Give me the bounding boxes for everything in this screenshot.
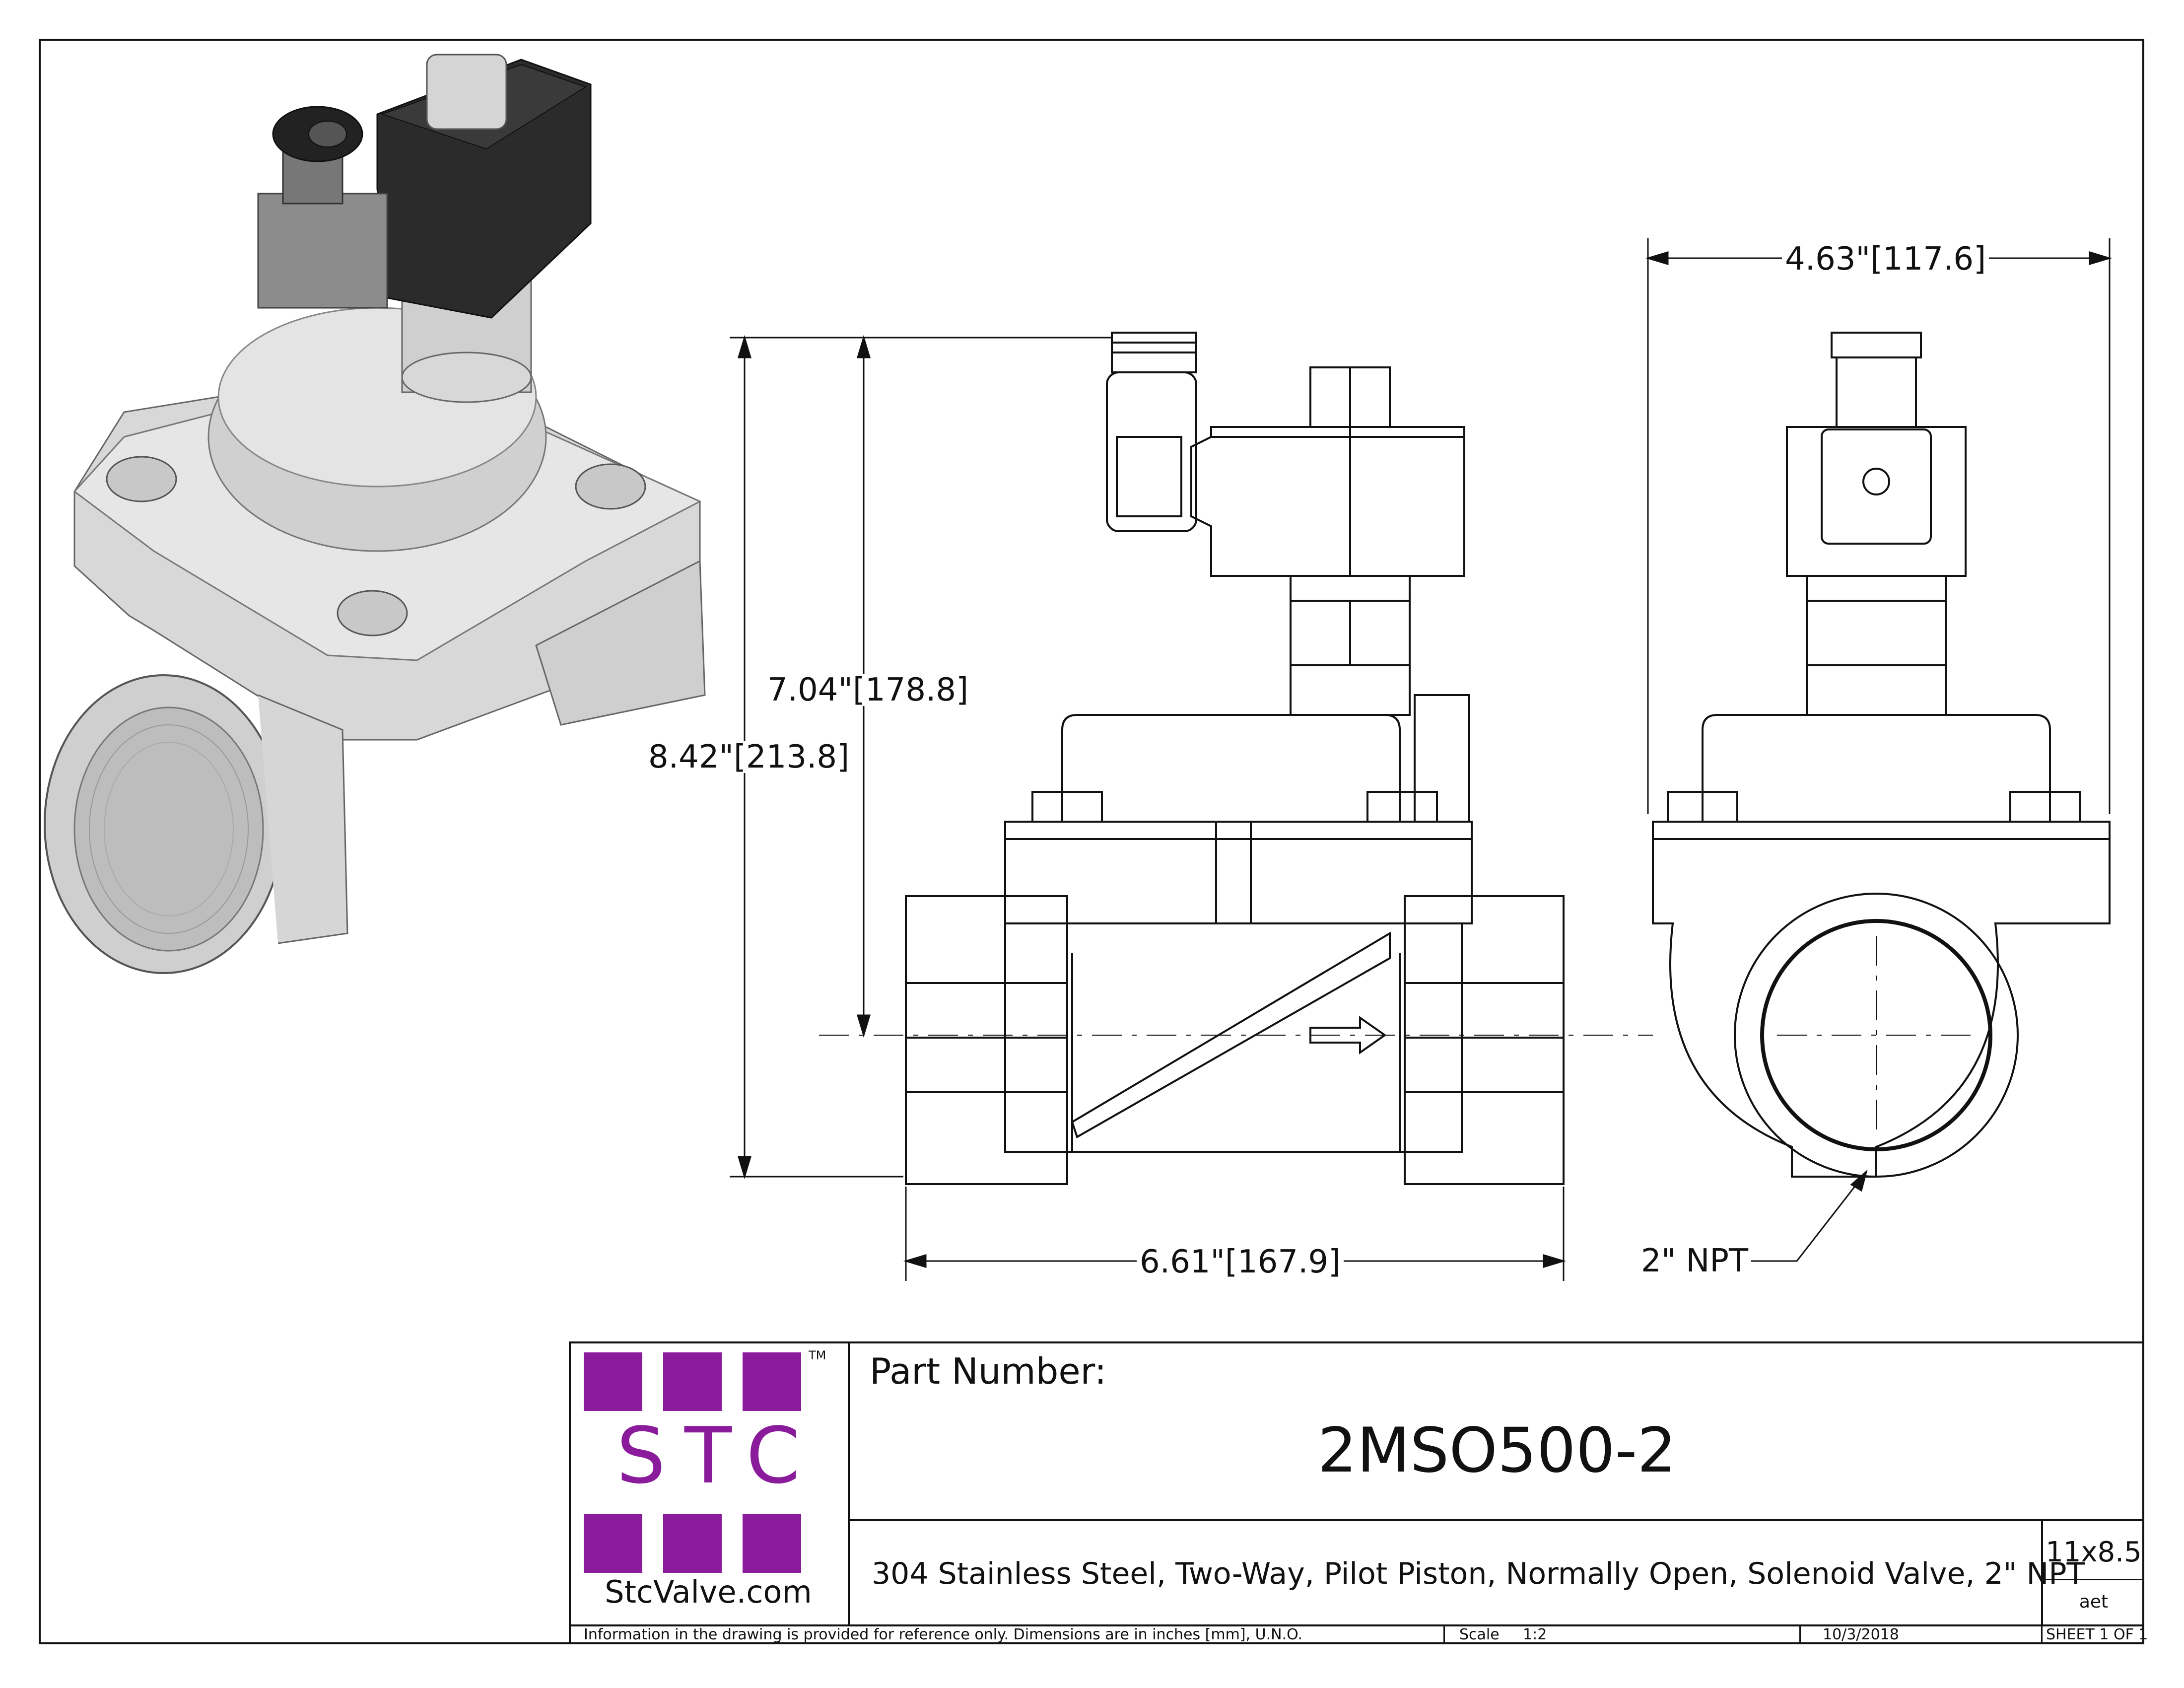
- iso-bolts: [106, 456, 646, 636]
- sheet-size: 11x8.5: [2046, 1536, 2142, 1568]
- disclaimer: Information in the drawing is provided f…: [584, 1626, 1303, 1643]
- title-block: [569, 1341, 2144, 1644]
- side-bolt-right: [2009, 791, 2081, 823]
- isometric-view: [44, 54, 706, 974]
- scale-value: 1:2: [1523, 1626, 1547, 1643]
- side-connector-face: [1821, 428, 1932, 545]
- front-connector: [1106, 371, 1197, 532]
- drawn-by: aet: [2079, 1592, 2109, 1612]
- front-body: [1004, 922, 1463, 1153]
- side-cable-gland: [1831, 332, 1922, 358]
- sheet-number: SHEET 1 OF 1: [2046, 1626, 2148, 1643]
- dim-height-overall: 8.42"[213.8]: [645, 741, 853, 773]
- front-cable-gland: [1111, 332, 1197, 353]
- dim-width-top: 4.63"[117.6]: [1782, 243, 1989, 275]
- drawing-date: 10/3/2018: [1823, 1626, 1899, 1643]
- logo-cell: TM STC StcValve.com: [569, 1341, 850, 1626]
- scale-label: Scale: [1459, 1626, 1500, 1643]
- front-port-left: [905, 895, 1068, 1185]
- logo-url: StcValve.com: [605, 1574, 812, 1610]
- side-coil: [1786, 426, 1967, 577]
- front-view: [819, 332, 1653, 1185]
- description: 304 Stainless Steel, Two-Way, Pilot Pist…: [872, 1556, 2085, 1591]
- iso-top-nut: [426, 54, 507, 130]
- dim-height-inner: 7.04"[178.8]: [764, 674, 972, 706]
- front-flange: [1004, 821, 1473, 924]
- side-screw: [1862, 468, 1890, 495]
- iso-port-right: [535, 560, 706, 726]
- dim-port-callout: 2" NPT: [1638, 1245, 1752, 1277]
- dimension-lines: [730, 238, 2113, 1281]
- side-view: [1652, 332, 2111, 1178]
- side-body: [1652, 821, 2111, 1178]
- front-bolt-left: [1031, 791, 1103, 823]
- front-internal-passage: [1071, 931, 1391, 1138]
- front-coil: [1190, 426, 1465, 577]
- front-bolt-right: [1366, 791, 1438, 823]
- logo-squares: [584, 1352, 801, 1573]
- side-port-outer: [1734, 893, 2019, 1178]
- front-bonnet: [1061, 714, 1401, 822]
- part-number-label: Part Number:: [870, 1350, 1107, 1392]
- sheet-border: [39, 39, 2144, 1644]
- sheet-size-cell: 11x8.5 aet: [2041, 1519, 2144, 1626]
- side-stem: [1806, 575, 1947, 716]
- side-bonnet: [1702, 714, 2051, 822]
- description-row: [850, 1519, 2041, 1626]
- iso-connector: [257, 193, 388, 309]
- iso-port-left-inner: [73, 706, 264, 952]
- logo-letters: STC: [616, 1410, 819, 1501]
- footer-row: [569, 1624, 2144, 1644]
- side-port-inner: [1760, 919, 1992, 1151]
- dim-length: 6.61"[167.9]: [1137, 1246, 1344, 1278]
- flow-arrow: [1309, 1016, 1387, 1055]
- trademark-mark: TM: [809, 1348, 826, 1362]
- part-number: 2MSO500-2: [1317, 1415, 1677, 1486]
- front-port-right: [1404, 895, 1565, 1185]
